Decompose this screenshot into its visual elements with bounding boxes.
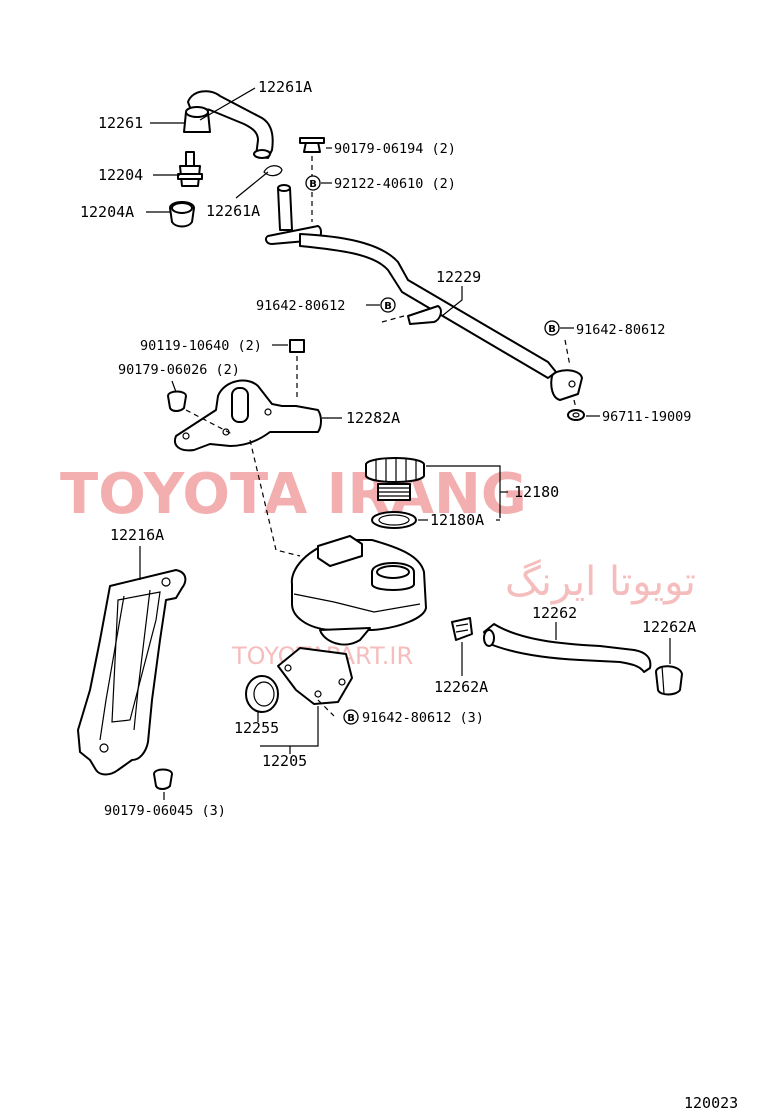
svg-text:B: B <box>347 713 355 724</box>
badge-b-bottom: B <box>343 709 359 725</box>
label-91642-80612-left: 91642-80612 <box>256 298 345 314</box>
nut-90179-06045 <box>153 768 173 790</box>
label-12261A-top: 12261A <box>258 78 312 96</box>
svg-text:B: B <box>384 301 392 312</box>
hose-clip-12261A <box>263 165 283 177</box>
label-90179-06026: 90179-06026 (2) <box>118 362 240 378</box>
badge-b-92122: B <box>305 175 321 191</box>
label-12262: 12262 <box>532 604 577 622</box>
label-12229: 12229 <box>436 268 481 286</box>
clamp-12262A-left <box>451 617 473 641</box>
label-12180A: 12180A <box>430 511 484 529</box>
separator-12205 <box>277 535 427 705</box>
badge-b-right: B <box>544 320 560 336</box>
clamp-12262A-right <box>655 665 683 696</box>
label-90179-06194: 90179-06194 (2) <box>334 141 456 157</box>
label-91642-80612-bottom: 91642-80612 (3) <box>362 710 484 726</box>
pcv-hose-12261 <box>183 106 211 133</box>
label-12261A-low: 12261A <box>206 202 260 220</box>
label-12255: 12255 <box>234 719 279 737</box>
label-12282A: 12282A <box>346 409 400 427</box>
bracket-12282A <box>174 379 322 452</box>
nut-90179-06026 <box>167 390 187 412</box>
washer-96711 <box>567 409 585 421</box>
svg-text:B: B <box>548 324 556 335</box>
label-96711-19009: 96711-19009 <box>602 409 691 425</box>
grommet-12204A <box>169 201 195 228</box>
watermark-persian: تویوتا ایرنگ <box>505 559 696 605</box>
label-12262A-right: 12262A <box>642 618 696 636</box>
label-12180: 12180 <box>514 483 559 501</box>
label-91642-80612-right: 91642-80612 <box>576 322 665 338</box>
pcv-valve-12204 <box>177 151 203 187</box>
svg-text:B: B <box>309 179 317 190</box>
label-12262A-mid: 12262A <box>434 678 488 696</box>
bolt-90179-06194 <box>299 137 325 153</box>
label-12204: 12204 <box>98 166 143 184</box>
bolt-90119-10640 <box>289 339 305 398</box>
watermark-brand: TOYOTA IRANG <box>60 462 527 527</box>
label-90179-06045: 90179-06045 (3) <box>104 803 226 819</box>
badge-b-left: B <box>380 297 396 313</box>
oil-seal-12255 <box>245 675 279 713</box>
label-12261: 12261 <box>98 114 143 132</box>
pipe-12229 <box>264 184 583 401</box>
diagram-reference-number: 120023 <box>684 1094 738 1112</box>
plate-12216A <box>77 569 187 776</box>
filler-cap-12180 <box>365 457 425 501</box>
gasket-12180A <box>371 511 417 529</box>
label-12216A: 12216A <box>110 526 164 544</box>
hose-12262 <box>483 623 652 673</box>
label-12205: 12205 <box>262 752 307 770</box>
label-90119-10640: 90119-10640 (2) <box>140 338 262 354</box>
label-12204A: 12204A <box>80 203 134 221</box>
label-92122-40610: 92122-40610 (2) <box>334 176 456 192</box>
